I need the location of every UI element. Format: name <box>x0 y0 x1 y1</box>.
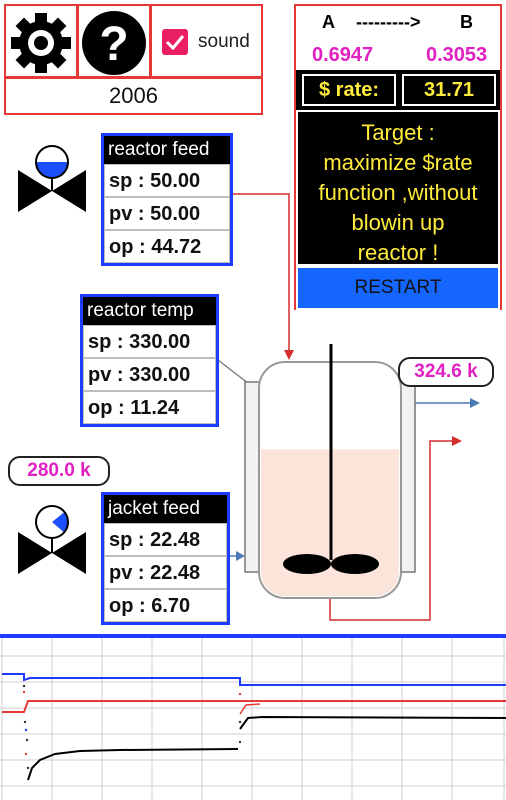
stirrer-blade-left <box>283 554 331 574</box>
target-message: Target : maximize $rate function ,withou… <box>296 110 500 266</box>
trend-line-black <box>27 748 239 781</box>
rate-label: $ rate: <box>302 74 396 106</box>
year-display: 2006 <box>4 77 263 115</box>
help-icon: ? <box>82 11 146 75</box>
target-line: function ,without <box>318 180 478 205</box>
ab-header: A ---------> B <box>296 6 500 38</box>
reactor-feed-op[interactable]: op : 44.72 <box>104 230 230 263</box>
target-line: maximize $rate <box>323 150 473 175</box>
gear-icon <box>11 13 71 73</box>
jacket-feed-valve <box>18 505 86 574</box>
reactor-feed-panel[interactable]: reactor feed sp : 50.00 pv : 50.00 op : … <box>101 133 233 266</box>
ab-values: 0.6947 0.3053 <box>296 38 500 70</box>
sound-toggle[interactable]: sound <box>150 4 263 78</box>
restart-button[interactable]: RESTART <box>296 266 500 310</box>
trend-line-black-step <box>239 715 506 730</box>
value-a: 0.6947 <box>312 44 374 66</box>
reactor-temp-panel[interactable]: reactor temp sp : 330.00 pv : 330.00 op … <box>80 294 219 427</box>
stirrer-blade-right <box>331 554 379 574</box>
checkbox-checked-icon[interactable] <box>162 29 188 55</box>
svg-text:?: ? <box>99 18 128 71</box>
trend-dots <box>22 684 242 770</box>
reactor-feed-pv: pv : 50.00 <box>104 197 230 230</box>
value-b: 0.3053 <box>426 44 488 66</box>
jacket-feed-panel[interactable]: jacket feed sp : 22.48 pv : 22.48 op : 6… <box>101 492 230 625</box>
reactor-temp-title: reactor temp <box>83 297 216 325</box>
target-line: blowin up <box>351 210 445 235</box>
trend-line-red-alt <box>239 703 261 715</box>
jacket-feed-sp[interactable]: sp : 22.48 <box>104 523 227 556</box>
target-line: reactor ! <box>357 240 439 265</box>
feed-arrowhead <box>284 350 294 360</box>
reactor-temp-sp[interactable]: sp : 330.00 <box>83 325 216 358</box>
process-diagram <box>18 145 480 621</box>
jacket-feed-arrowhead <box>236 551 245 561</box>
rate-value: 31.71 <box>402 74 496 106</box>
jacket-feed-title: jacket feed <box>104 495 227 523</box>
jacket-feed-pv: pv : 22.48 <box>104 556 227 589</box>
ab-arrow: ---------> <box>356 12 421 32</box>
label-b: B <box>460 12 473 32</box>
outlet-temp-readout: 324.6 k <box>398 357 494 387</box>
help-button[interactable]: ? <box>77 4 151 78</box>
trend-grid <box>0 638 506 800</box>
reactor-feed-title: reactor feed <box>104 136 230 164</box>
info-panel: A ---------> B 0.6947 0.3053 $ rate: 31.… <box>294 4 502 310</box>
feed-pipe <box>233 193 290 356</box>
jacket-return-pipe <box>329 440 452 621</box>
reactor-feed-sp[interactable]: sp : 50.00 <box>104 164 230 197</box>
label-a: A <box>322 12 335 32</box>
trend-line-red <box>2 700 506 713</box>
trend-line-blue <box>2 673 506 686</box>
jacket-feed-valve-level <box>52 512 68 533</box>
target-line: Target : <box>361 120 435 145</box>
settings-button[interactable] <box>4 4 78 78</box>
reactor-temp-pv: pv : 330.00 <box>83 358 216 391</box>
sound-label: sound <box>198 31 250 52</box>
reactor-feed-valve <box>18 145 86 212</box>
reactor-temp-op[interactable]: op : 11.24 <box>83 391 216 424</box>
jacket-return-arrowhead <box>452 436 462 446</box>
reactor-feed-valve-level <box>36 162 68 178</box>
trend-chart <box>0 634 506 800</box>
jacket-temp-readout: 280.0 k <box>8 456 110 486</box>
outlet-arrowhead <box>470 398 480 408</box>
jacket-feed-op[interactable]: op : 6.70 <box>104 589 227 622</box>
